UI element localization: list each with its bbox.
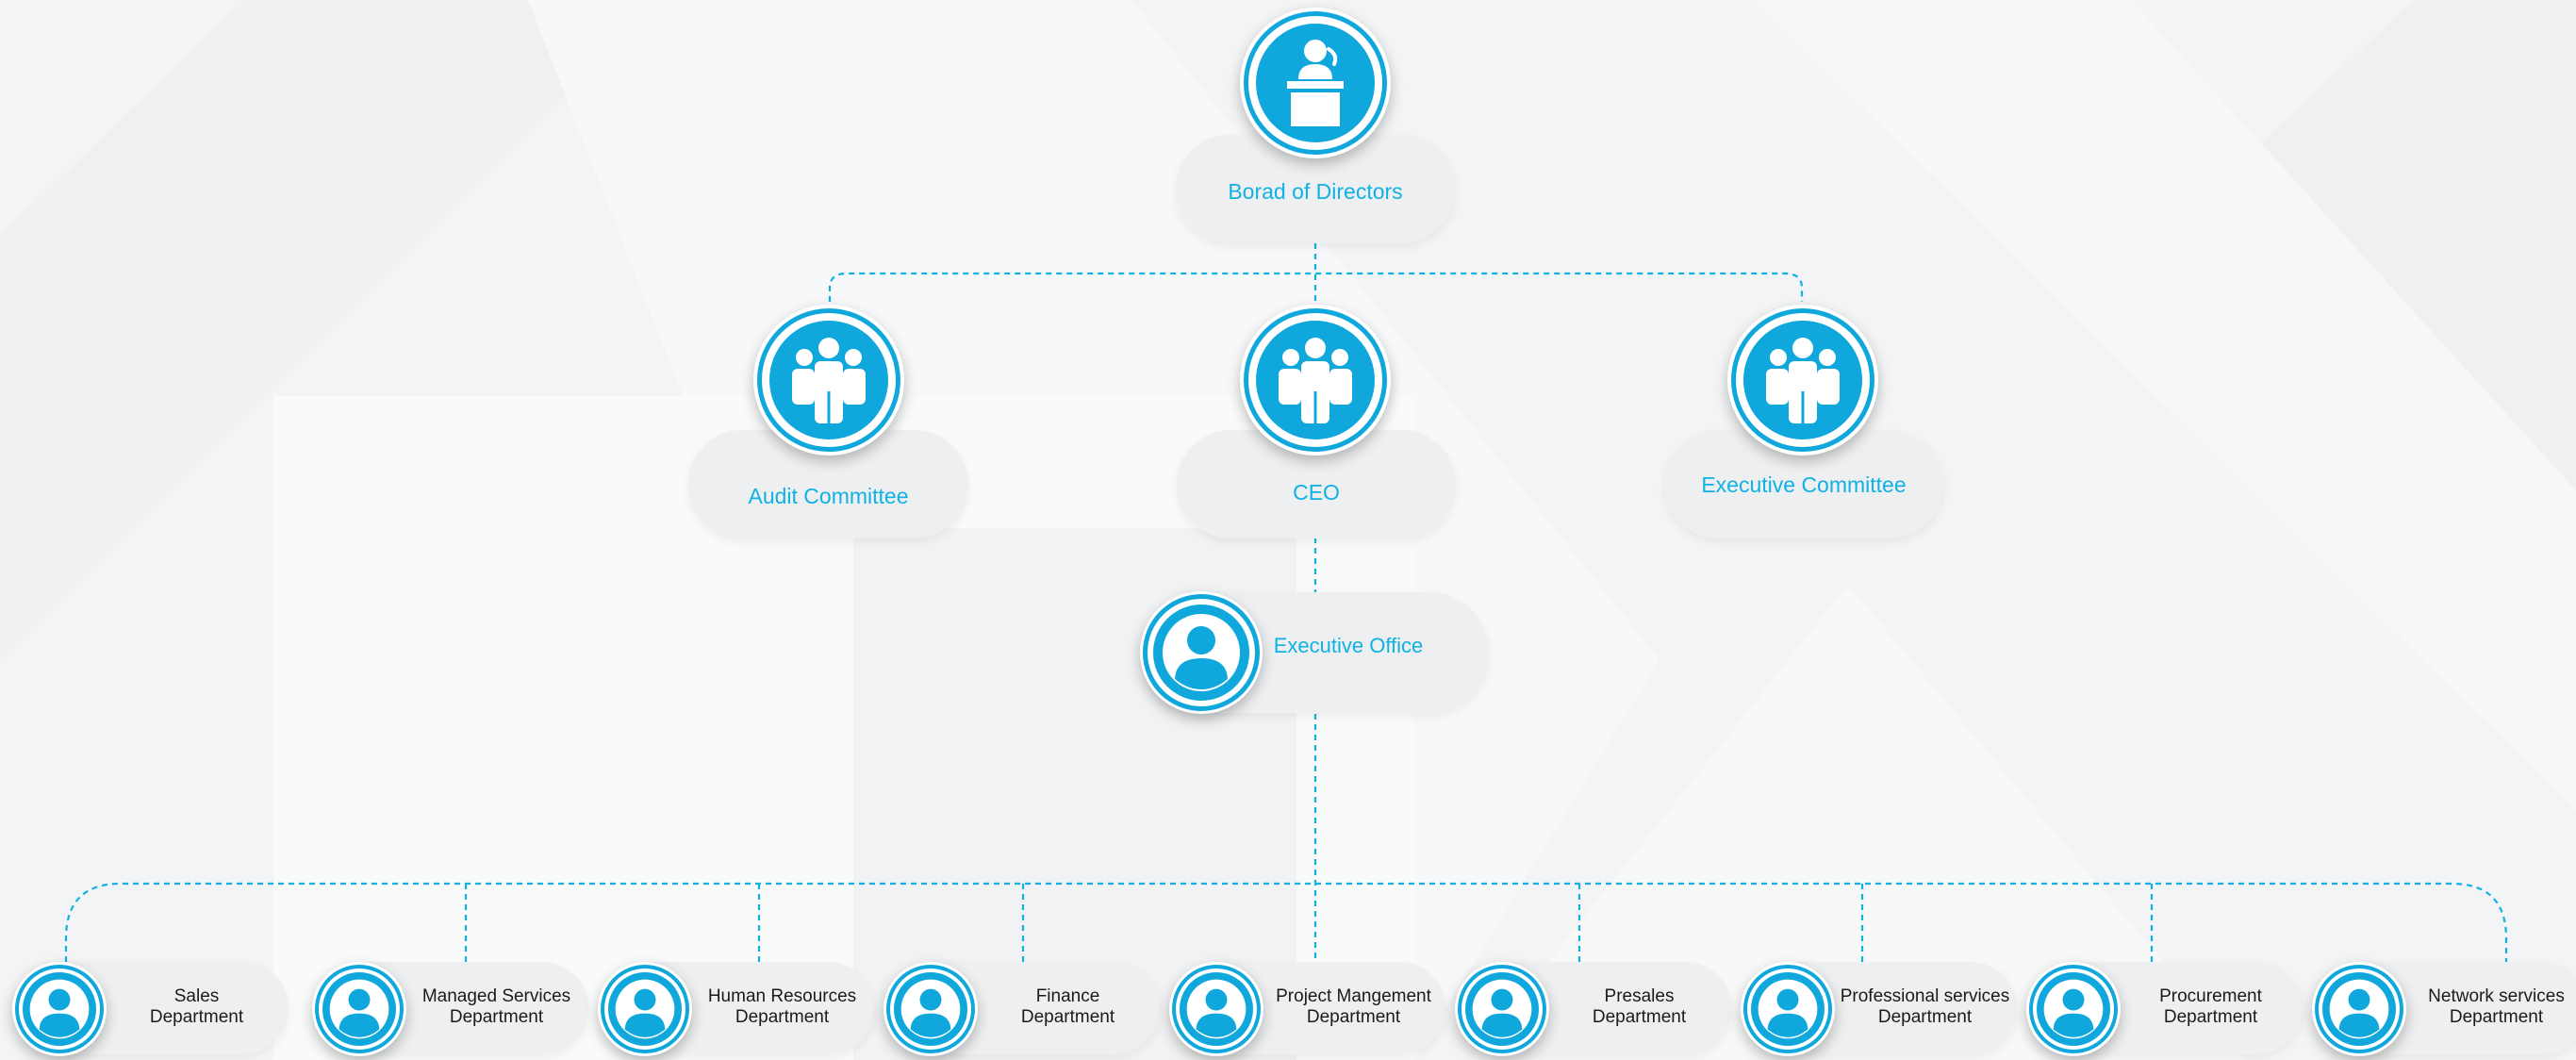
department-node xyxy=(312,962,406,1056)
audit-committee-label: Audit Committee xyxy=(748,484,909,508)
department-label: Project Mangement Department xyxy=(1276,986,1431,1027)
ceo-label: CEO xyxy=(1293,480,1340,505)
department-label: Human Resources Department xyxy=(707,986,857,1027)
department-node xyxy=(1169,962,1263,1056)
department-label: Professional services Department xyxy=(1840,986,2010,1027)
person-icon xyxy=(29,979,90,1039)
board-of-directors-label: Borad of Directors xyxy=(1228,179,1403,204)
group-icon xyxy=(1279,338,1352,423)
department-node xyxy=(2312,962,2406,1056)
person-icon xyxy=(2329,979,2389,1039)
group-icon xyxy=(792,338,866,423)
department-label: Procurement Department xyxy=(2159,986,2262,1027)
person-icon xyxy=(1758,979,1818,1039)
ceo-node xyxy=(1240,305,1391,455)
executive-committee-label: Executive Committee xyxy=(1701,472,1907,497)
department-node xyxy=(1455,962,1549,1056)
department-label: Network services Department xyxy=(2428,986,2565,1027)
person-icon xyxy=(615,979,675,1039)
person-icon xyxy=(329,979,389,1039)
person-icon xyxy=(1472,979,1532,1039)
department-label: Sales Department xyxy=(149,986,244,1027)
department-label: Managed Services Department xyxy=(421,986,571,1027)
group-icon xyxy=(1766,338,1840,423)
executive-committee-node xyxy=(1727,305,1878,455)
department-label: Finance Department xyxy=(1020,986,1115,1027)
person-icon xyxy=(1186,979,1247,1039)
department-node xyxy=(12,962,107,1056)
executive-office-node xyxy=(1140,591,1263,714)
department-label: Presales Department xyxy=(1592,986,1687,1027)
audit-committee-node xyxy=(753,305,904,455)
person-icon xyxy=(1163,614,1240,691)
department-node xyxy=(2026,962,2121,1056)
podium-speaker-icon xyxy=(1287,40,1344,126)
department-node xyxy=(883,962,978,1056)
board-node xyxy=(1240,8,1391,158)
person-icon xyxy=(2043,979,2104,1039)
department-node xyxy=(1741,962,1835,1056)
executive-office-label: Executive Office xyxy=(1273,634,1424,657)
department-node xyxy=(598,962,692,1056)
person-icon xyxy=(900,979,961,1039)
